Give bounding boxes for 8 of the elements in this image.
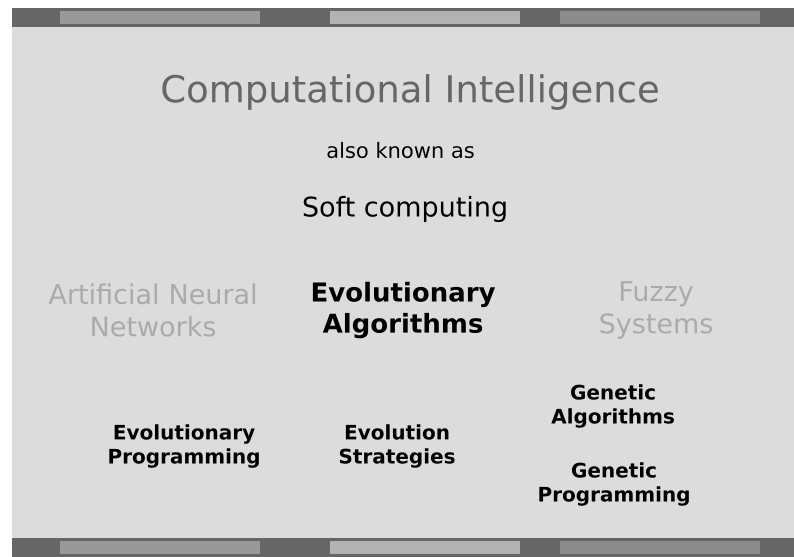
- title-text: Computational Intelligence: [162, 74, 658, 110]
- method-label: Genetic Programming: [539, 462, 689, 506]
- subtitle-text: Soft computing: [304, 196, 506, 222]
- method-label: Evolution Strategies: [340, 424, 455, 468]
- subtitle-text: also known as: [328, 142, 474, 158]
- method-label: Genetic Algorithms: [551, 384, 674, 428]
- category-label: Evolutionary Algorithms: [312, 282, 496, 338]
- method-label: Evolutionary Programming: [109, 424, 259, 468]
